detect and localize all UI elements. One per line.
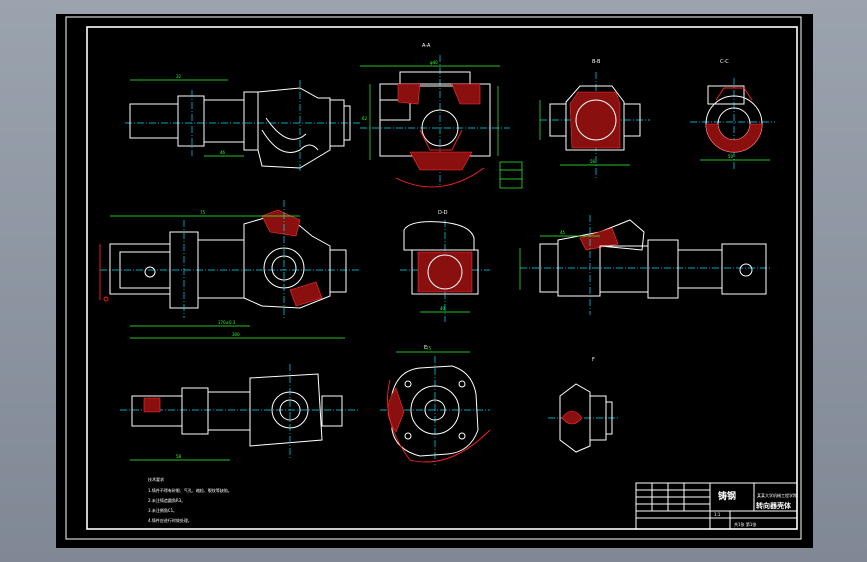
svg-text:50: 50 — [728, 154, 734, 159]
sheet-inner-border — [86, 26, 798, 530]
notes-line-1: 1.铸件不得有砂眼、气孔、缩松、裂纹等缺陷。 — [148, 487, 232, 493]
notes-line-2: 2.未注铸造圆角R3。 — [148, 497, 185, 503]
svg-text:φ40: φ40 — [430, 60, 438, 65]
sheet-outer-border — [65, 16, 802, 540]
view-section-aa: A-A φ40 62 — [360, 43, 523, 189]
notes-line-4: 4.铸件应进行时效处理。 — [148, 517, 192, 523]
label-view-f: F — [592, 357, 595, 363]
svg-text:75: 75 — [200, 210, 206, 215]
view-right-side: 45 — [519, 215, 770, 315]
label-section-bb: B-B — [592, 59, 601, 65]
technical-requirements: 技术要求 1.铸件不得有砂眼、气孔、缩松、裂纹等缺陷。 2.未注铸造圆角R3。 … — [148, 476, 232, 523]
svg-text:46: 46 — [220, 150, 226, 155]
title-block-company: 某某大学机械工程学院 — [757, 492, 797, 498]
label-section-cc: C-C — [720, 59, 729, 65]
view-section-cc: C-C 50 — [690, 59, 775, 170]
svg-text:56: 56 — [590, 159, 596, 164]
svg-text:32: 32 — [176, 74, 182, 79]
view-front-elevation: 32 46 — [125, 74, 360, 172]
svg-text:58: 58 — [176, 454, 182, 459]
view-section-dd: D-D 40 — [400, 210, 490, 322]
svg-text:300: 300 — [232, 332, 240, 337]
svg-text:75: 75 — [426, 346, 432, 351]
view-partial-f: F — [548, 357, 620, 453]
view-section-bb: B-B 56 — [539, 59, 650, 178]
title-block-ratio: 1:1 — [714, 512, 721, 517]
notes-line-3: 3.未注倒角C1。 — [148, 507, 177, 513]
title-block-sheet: 共1张 第1张 — [734, 521, 756, 527]
view-bottom: 58 — [120, 364, 360, 461]
drawing-canvas: 32 46 A-A φ40 62 B-B 56 — [65, 16, 802, 540]
cad-viewport[interactable]: 32 46 A-A φ40 62 B-B 56 — [56, 14, 813, 548]
label-section-aa: A-A — [422, 43, 431, 49]
notes-title: 技术要求 — [148, 476, 164, 482]
label-section-dd: D-D — [438, 210, 448, 216]
title-block-name: 转向器壳体 — [756, 501, 792, 510]
view-main-front: 75 170±0.3 300 — [99, 200, 360, 339]
svg-text:170±0.3: 170±0.3 — [218, 320, 236, 325]
svg-text:45: 45 — [560, 230, 566, 235]
svg-text:62: 62 — [362, 116, 368, 121]
view-flange-e: E 75 — [380, 345, 491, 465]
title-block-material: 铸钢 — [718, 490, 736, 502]
title-block: 铸钢 某某大学机械工程学院 转向器壳体 1:1 共1张 第1张 — [635, 482, 798, 530]
svg-text:40: 40 — [440, 306, 446, 311]
label-view-e: E — [424, 345, 427, 351]
